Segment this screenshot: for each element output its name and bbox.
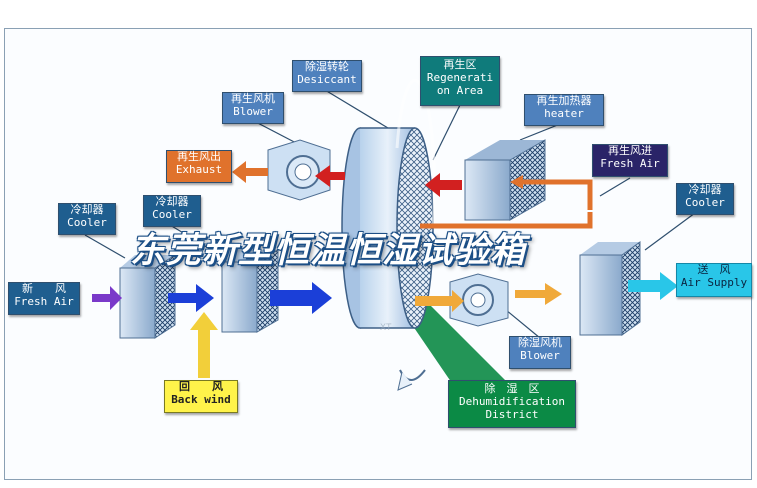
airflow-arrows	[92, 161, 678, 378]
label-fresh-air: 新 风 Fresh Air	[8, 282, 80, 315]
dehum-out-arrow-2	[515, 283, 562, 305]
mark-xt: XT	[380, 322, 392, 332]
label-regen-blower: 再生风机 Blower	[222, 92, 284, 124]
label-dehum-blower-cn: 除湿风机	[518, 336, 562, 349]
label-regen-fresh-air-en: Fresh Air	[600, 156, 660, 170]
label-cooler-left-en: Cooler	[67, 215, 107, 229]
dehum-district-callout-pointer	[402, 300, 520, 395]
label-fresh-air-cn: 新 风	[22, 282, 66, 295]
label-cooler-left: 冷却器 Cooler	[58, 203, 116, 235]
label-fresh-air-en: Fresh Air	[14, 294, 74, 308]
dehum-blower-shape	[449, 273, 509, 327]
blue-arrow-1	[168, 284, 214, 312]
desiccant-callout-line	[324, 89, 389, 129]
label-dehum-blower: 除湿风机 Blower	[509, 336, 571, 369]
regen-heater-block	[464, 139, 546, 221]
label-desiccant-cn: 除湿转轮	[305, 60, 349, 73]
label-air-supply-cn: 送 风	[697, 263, 731, 276]
label-cooler-mid: 冷却器 Cooler	[143, 195, 201, 227]
label-dehum-district-cn: 除 湿 区	[484, 382, 540, 395]
regen-red-arrow-1	[425, 173, 462, 197]
label-cooler-right-en: Cooler	[685, 195, 725, 209]
label-regen-heater: 再生加热器 heater	[524, 94, 604, 126]
label-exhaust-en: Exhaust	[175, 162, 223, 176]
label-cooler-mid-en: Cooler	[152, 207, 192, 221]
regen-loop-line	[420, 212, 593, 229]
cooler-left-callout-line	[84, 234, 126, 259]
regen-intake-line	[515, 179, 593, 210]
label-desiccant: 除湿转轮 Desiccant	[292, 60, 362, 92]
heater-callout-line	[519, 123, 561, 141]
label-exhaust-cn: 再生风出	[177, 150, 221, 163]
blue-arrow-2	[270, 282, 332, 314]
label-desiccant-en: Desiccant	[297, 72, 357, 86]
label-dehum-blower-en: Blower	[520, 348, 560, 362]
back-wind-arrow	[190, 312, 218, 378]
cooler-mid-shape	[221, 249, 279, 333]
label-regen-blower-en: Blower	[233, 104, 273, 118]
label-dehum-district-en2: District	[485, 407, 539, 421]
label-dehum-district-en1: Dehumidification	[459, 394, 565, 408]
label-air-supply: 送 风 Air Supply	[676, 263, 752, 297]
exhaust-arrow	[232, 161, 268, 183]
fresh-air-in-arrow	[92, 286, 122, 310]
regen-red-arrow-2	[315, 165, 345, 187]
regen-area-callout-line	[432, 104, 461, 161]
label-regen-area-en2: on Area	[436, 83, 484, 97]
label-cooler-right-cn: 冷却器	[688, 183, 722, 196]
regen-blower-shape	[267, 139, 331, 201]
label-air-supply-en: Air Supply	[680, 275, 748, 289]
cooler-mid-callout-line	[169, 224, 221, 256]
watermark-title: 东莞新型恒温恒湿试验箱	[130, 231, 527, 271]
label-exhaust: 再生风出 Exhaust	[166, 150, 232, 183]
label-regen-heater-cn: 再生加热器	[536, 94, 592, 107]
air-supply-arrow	[628, 272, 678, 300]
regen-fresh-air-callout-line	[599, 177, 631, 197]
label-back-wind-en: Back wind	[171, 392, 231, 406]
desiccant-wheel	[341, 78, 436, 391]
label-regen-heater-en: heater	[544, 106, 584, 120]
label-regen-area: 再生区 Regenerati on Area	[420, 56, 500, 106]
label-dehum-district: 除 湿 区 Dehumidification District	[448, 380, 576, 428]
label-regen-fresh-air-cn: 再生风进	[608, 144, 652, 157]
label-back-wind: 回 风 Back wind	[164, 380, 238, 413]
label-regen-area-cn: 再生区	[443, 58, 477, 71]
cooler-right-callout-line	[644, 212, 696, 251]
cooler-left-shape	[119, 254, 176, 339]
regen-blower-callout-line	[251, 119, 301, 146]
dehum-out-arrow-1	[415, 290, 464, 312]
label-cooler-right: 冷却器 Cooler	[676, 183, 734, 215]
label-regen-fresh-air: 再生风进 Fresh Air	[592, 144, 668, 177]
label-back-wind-cn: 回 风	[179, 380, 223, 393]
label-regen-area-en1: Regenerati	[426, 70, 494, 84]
label-cooler-left-cn: 冷却器	[70, 203, 104, 216]
label-regen-blower-cn: 再生风机	[231, 92, 275, 105]
label-cooler-mid-cn: 冷却器	[155, 195, 189, 208]
